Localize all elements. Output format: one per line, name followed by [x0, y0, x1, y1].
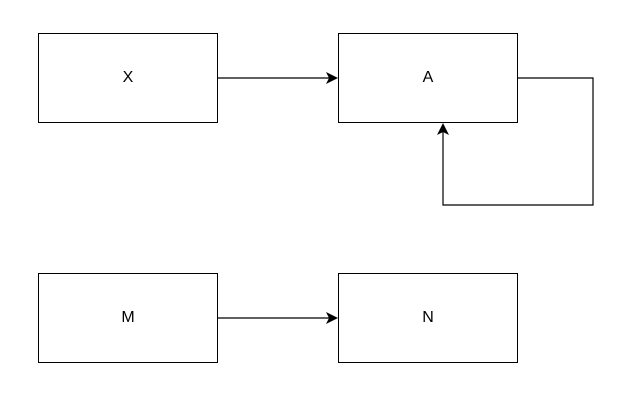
node-x-label: X	[122, 69, 134, 86]
node-x[interactable]: X	[38, 33, 218, 123]
node-n[interactable]: N	[338, 273, 518, 363]
node-n-label: N	[422, 309, 434, 326]
node-m[interactable]: M	[38, 273, 218, 363]
edge-a-self-loop	[437, 77, 594, 206]
node-a[interactable]: A	[338, 33, 518, 123]
node-a-label: A	[422, 69, 434, 86]
node-m-label: M	[121, 309, 135, 326]
